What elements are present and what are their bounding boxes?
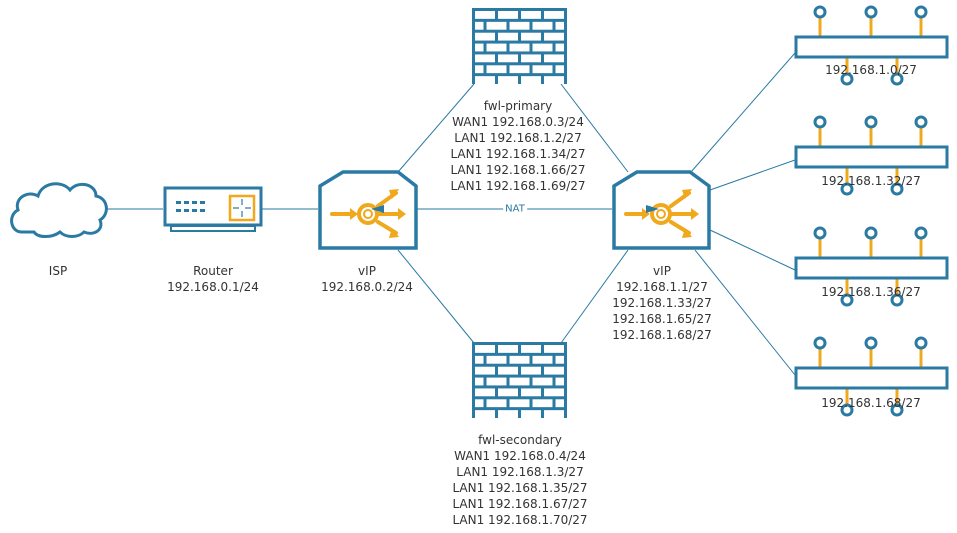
host-node-icon: [840, 182, 854, 196]
fwl-primary-interface: WAN1 192.168.0.3/24: [452, 115, 584, 129]
host-node-icon: [914, 226, 928, 240]
vip-wan-label: vIP 192.168.0.2/24: [321, 263, 413, 295]
link-vip-seg3: [709, 229, 796, 271]
fwl-secondary-interface: WAN1 192.168.0.4/24: [454, 449, 586, 463]
firewall-icon: [472, 342, 567, 418]
vip-wan-ip: 192.168.0.2/24: [321, 280, 413, 294]
subnet-icon: [794, 226, 949, 307]
router-ip: 192.168.0.1/24: [167, 280, 259, 294]
segment-subnet-label: 192.168.1.32/27: [821, 174, 921, 188]
segment-bus: [794, 366, 949, 390]
fwl-secondary-interface: LAN1 192.168.1.35/27: [452, 481, 588, 495]
host-node-icon: [813, 115, 827, 129]
load-balancer-icon: [612, 170, 711, 250]
link-vip-fwl-primary-wan: [397, 83, 475, 173]
host-node-icon: [864, 5, 878, 19]
host-node-icon: [890, 293, 904, 307]
isp-label: ISP: [49, 263, 67, 279]
host-node-icon: [813, 336, 827, 350]
segment-subnet-label: 192.168.1.36/27: [821, 285, 921, 299]
fwl-secondary-label: fwl-secondary WAN1 192.168.0.4/24 LAN1 1…: [452, 432, 587, 528]
fwl-secondary-interface: LAN1 192.168.1.70/27: [452, 513, 588, 527]
segment-bus: [794, 35, 949, 59]
vip-lan-label: vIP 192.168.1.1/27 192.168.1.33/27 192.1…: [612, 263, 711, 343]
segment-bus: [794, 256, 949, 280]
router-icon: [163, 186, 263, 232]
router-label: Router 192.168.0.1/24: [167, 263, 259, 295]
link-vip-seg1: [690, 52, 796, 173]
fwl-primary-interface: LAN1 192.168.1.66/27: [450, 163, 586, 177]
vip-lan-ip: 192.168.1.68/27: [612, 328, 712, 342]
vip-lan-ip: 192.168.1.1/27: [616, 280, 708, 294]
subnet-icon: [794, 336, 949, 417]
nat-label: NAT: [503, 203, 527, 215]
host-node-icon: [864, 336, 878, 350]
router-name: Router: [193, 264, 233, 278]
host-node-icon: [890, 182, 904, 196]
segment-subnet-label: 192.168.1.68/27: [821, 396, 921, 410]
link-fwl-primary-vip-lan: [560, 83, 629, 173]
link-vip-seg4: [694, 249, 796, 376]
host-node-icon: [813, 226, 827, 240]
host-node-icon: [840, 403, 854, 417]
isp-name: ISP: [48, 264, 68, 278]
firewall-icon: [472, 8, 567, 84]
cloud-icon: [10, 182, 108, 238]
fwl-primary-interface: LAN1 192.168.1.34/27: [450, 147, 586, 161]
load-balancer-icon: [318, 170, 418, 250]
segment-bus: [794, 145, 949, 169]
host-node-icon: [914, 336, 928, 350]
segment-subnet-label: 192.168.1.0/27: [825, 63, 917, 77]
vip-lan-ip: 192.168.1.33/27: [612, 296, 712, 310]
vip-lan-name: vIP: [653, 264, 671, 278]
subnet-icon: [794, 5, 949, 86]
host-node-icon: [840, 293, 854, 307]
fwl-primary-interface: LAN1 192.168.1.69/27: [450, 179, 586, 193]
vip-lan-ip: 192.168.1.65/27: [612, 312, 712, 326]
fwl-primary-name: fwl-primary: [483, 99, 553, 113]
host-node-icon: [914, 115, 928, 129]
host-node-icon: [840, 72, 854, 86]
host-node-icon: [864, 115, 878, 129]
fwl-secondary-interface: LAN1 192.168.1.3/27: [456, 465, 584, 479]
host-node-icon: [813, 5, 827, 19]
link-vip-seg2: [709, 159, 796, 191]
host-node-icon: [864, 226, 878, 240]
host-node-icon: [914, 5, 928, 19]
link-fwl-secondary-vip-lan: [560, 249, 629, 344]
link-vip-fwl-secondary-wan: [397, 249, 475, 344]
fwl-primary-label: fwl-primary WAN1 192.168.0.3/24 LAN1 192…: [450, 98, 585, 194]
fwl-secondary-name: fwl-secondary: [478, 433, 562, 447]
vip-wan-name: vIP: [358, 264, 376, 278]
fwl-secondary-interface: LAN1 192.168.1.67/27: [452, 497, 588, 511]
subnet-icon: [794, 115, 949, 196]
fwl-primary-interface: LAN1 192.168.1.2/27: [454, 131, 582, 145]
host-node-icon: [890, 72, 904, 86]
host-node-icon: [890, 403, 904, 417]
